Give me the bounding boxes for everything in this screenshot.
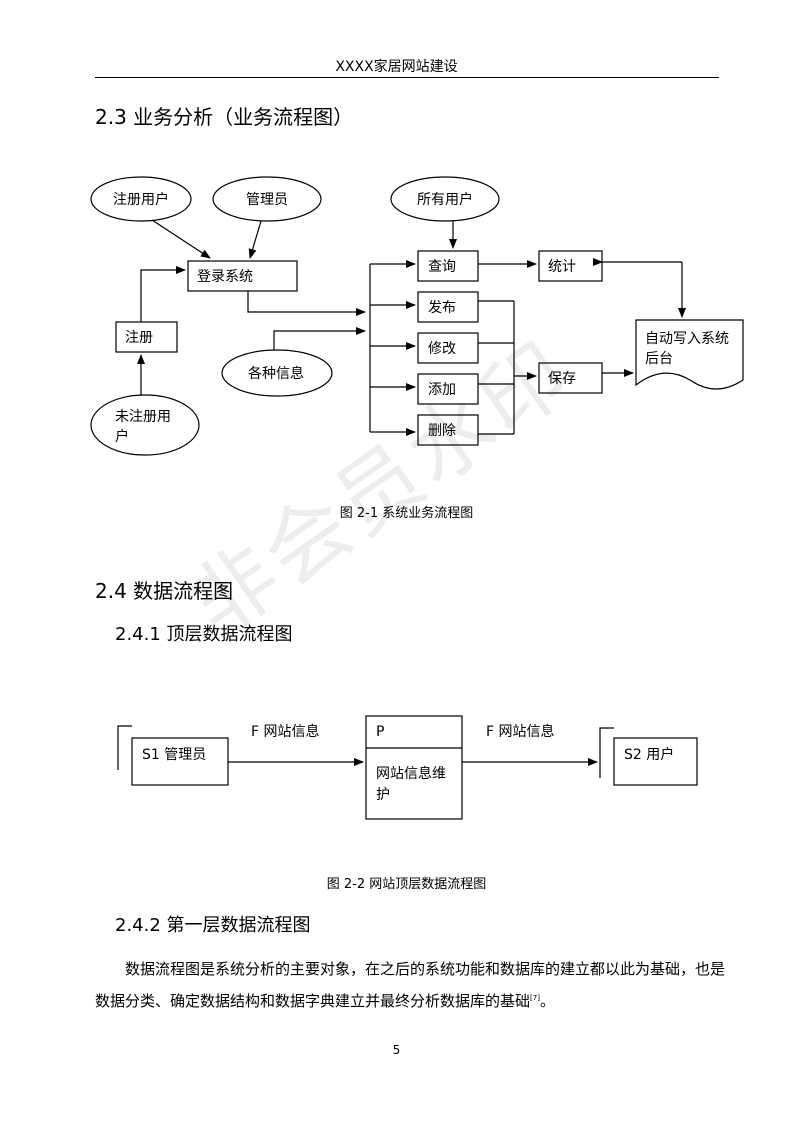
- box-register-label: 注册: [125, 330, 153, 346]
- ellipse-various-info: [221, 349, 333, 397]
- box-add: [417, 373, 479, 405]
- process-id-label: P: [376, 724, 384, 740]
- paragraph-text: 数据流程图是系统分析的主要对象，在之后的系统功能和数据库的建立都以此为基础，也是…: [95, 960, 726, 1010]
- ellipse-admin: [212, 176, 322, 222]
- document-auto-write: [635, 319, 744, 390]
- box-save: [538, 362, 603, 394]
- ellipse-all-users: [390, 176, 500, 222]
- box-save-label: 保存: [548, 371, 576, 387]
- document-label-2: 后台: [645, 351, 673, 367]
- box-stats: [538, 250, 603, 282]
- running-header: XXXX家居网站建设: [335, 59, 458, 75]
- ellipse-various-info-label: 各种信息: [248, 365, 304, 382]
- citation-marker: [7]: [530, 994, 540, 1002]
- box-modify-label: 修改: [428, 341, 456, 357]
- entity-sink: [613, 737, 698, 786]
- box-login-label: 登录系统: [197, 269, 253, 285]
- flow-in-label: F 网站信息: [251, 723, 320, 740]
- ellipse-unregistered-user: [90, 394, 200, 456]
- body-paragraph: 数据流程图是系统分析的主要对象，在之后的系统功能和数据库的建立都以此为基础，也是…: [95, 955, 725, 1016]
- box-login: [187, 260, 298, 292]
- box-add-label: 添加: [428, 382, 456, 398]
- figure-2-caption: 图 2-2 网站顶层数据流程图: [326, 877, 487, 892]
- box-stats-label: 统计: [548, 259, 576, 275]
- ellipse-registered-user-label: 注册用户: [113, 191, 169, 208]
- header-rule: [95, 77, 719, 78]
- box-query-label: 查询: [428, 259, 456, 275]
- box-delete: [417, 414, 479, 446]
- entity-sink-label: S2 用户: [624, 746, 674, 763]
- figure-1-caption: 图 2-1 系统业务流程图: [339, 506, 474, 521]
- box-delete-label: 删除: [428, 423, 456, 439]
- section-heading-2-3: 2.3 业务分析（业务流程图）: [95, 105, 354, 129]
- document-label-1: 自动写入系统: [645, 331, 729, 347]
- entity-source-label: S1 管理员: [142, 747, 206, 763]
- page-number: 5: [392, 1043, 401, 1057]
- top-level-dfd: S1 管理员 S2 用户 P 网站信息维 护 F 网站信息 F 网站信息: [117, 715, 698, 820]
- flow-out-label: F 网站信息: [486, 723, 555, 740]
- business-flow-diagram: 注册用户 管理员 所有用户 各种信息 未注册用 户 登录系统 注册 查询 发布 …: [90, 176, 744, 456]
- ellipse-registered-user: [90, 176, 192, 222]
- box-modify: [417, 332, 479, 364]
- ellipse-unregistered-label-2: 户: [115, 428, 129, 445]
- box-query: [417, 250, 479, 282]
- section-heading-2-4: 2.4 数据流程图: [95, 579, 234, 603]
- ellipse-all-users-label: 所有用户: [417, 191, 473, 208]
- section-heading-2-4-2: 2.4.2 第一层数据流程图: [115, 915, 311, 936]
- process-box: [365, 715, 463, 820]
- process-label-1: 网站信息维: [376, 765, 446, 782]
- ellipse-admin-label: 管理员: [246, 192, 288, 208]
- section-heading-2-4-1: 2.4.1 顶层数据流程图: [115, 624, 293, 645]
- paragraph-end: 。: [539, 992, 555, 1010]
- process-label-2: 护: [376, 787, 390, 803]
- ellipse-unregistered-label-1: 未注册用: [115, 409, 171, 425]
- box-publish: [417, 291, 479, 323]
- box-register: [115, 321, 178, 353]
- box-publish-label: 发布: [428, 300, 456, 316]
